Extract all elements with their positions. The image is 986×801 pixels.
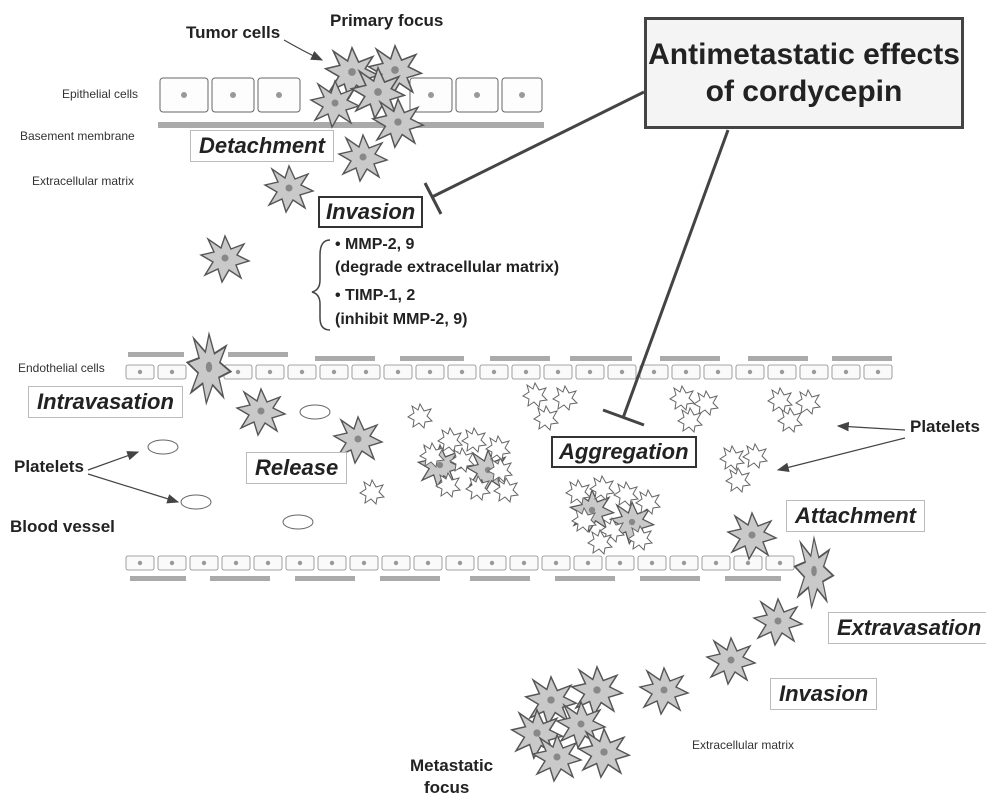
metastatic-focus-label-line2: focus [424, 778, 470, 797]
basement-membrane-label: Basement membrane [20, 129, 135, 143]
stage-aggregation: Aggregation [551, 436, 697, 468]
migrating-tumor-cells [186, 165, 835, 715]
stage-detachment: Detachment [190, 130, 334, 162]
invasion-note-mmp: • MMP-2, 9 [335, 236, 415, 253]
stage-extravasation: Extravasation [828, 612, 986, 644]
vessel-wall-top [125, 352, 893, 380]
extracellular-matrix-top-label: Extracellular matrix [32, 174, 135, 188]
metastatic-focus-cluster [511, 666, 630, 782]
platelet-tumor-aggregate-center [417, 427, 519, 503]
epithelial-layer [158, 77, 544, 128]
blood-vessel-label: Blood vessel [10, 517, 115, 536]
pointer-arrows [87, 39, 906, 504]
stage-invasion-top: Invasion [318, 196, 424, 228]
platelets-left-label: Platelets [14, 457, 84, 476]
tumor-cells-label: Tumor cells [186, 23, 281, 42]
invasion-brace [311, 239, 331, 331]
title-line-1: Antimetastatic effects [648, 37, 960, 71]
stage-intravasation: Intravasation [28, 386, 183, 418]
inhibition-lines [423, 90, 730, 427]
endothelial-cells-label: Endothelial cells [18, 361, 105, 375]
resting-platelets [147, 404, 331, 530]
invasion-note-timp-detail: (inhibit MMP-2, 9) [335, 311, 468, 328]
platelet-tumor-aggregate-right [565, 475, 661, 555]
title-line-2: of cordycepin [705, 75, 903, 108]
metastatic-focus-label-line1: Metastatic [410, 756, 494, 775]
stage-release: Release [246, 452, 348, 484]
primary-focus-label: Primary focus [330, 11, 444, 30]
invasion-note-mmp-detail: (degrade extracellular matrix) [335, 259, 560, 276]
stage-attachment: Attachment [786, 500, 926, 532]
epithelial-cells-label: Epithelial cells [62, 87, 139, 101]
stage-invasion-bottom: Invasion [770, 678, 878, 710]
extracellular-matrix-bottom-label: Extracellular matrix [692, 738, 795, 752]
vessel-wall-bottom [125, 555, 795, 581]
platelets-right-label: Platelets [910, 417, 980, 436]
title-box: Antimetastatic effects of cordycepin [644, 17, 964, 129]
invasion-note-timp: • TIMP-1, 2 [335, 287, 416, 304]
